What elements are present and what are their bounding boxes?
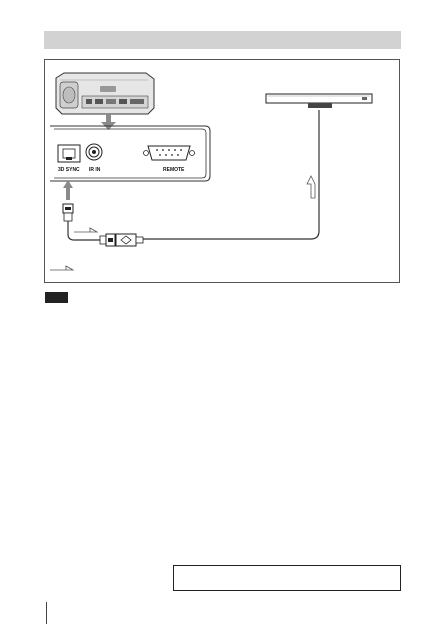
connection-diagram-frame bbox=[44, 59, 400, 283]
page-margin-rule bbox=[46, 602, 47, 624]
plug-insert-arrow bbox=[63, 180, 73, 200]
transmitter-cable bbox=[143, 110, 320, 240]
connector-panel-closeup: 3D SYNC IR IN REMOTE bbox=[50, 125, 211, 182]
sync-cable-segment bbox=[67, 221, 100, 241]
note-badge bbox=[45, 292, 68, 303]
sync-cable-plug bbox=[62, 203, 74, 222]
ir-in-port bbox=[85, 143, 103, 161]
panel-zoom-arrow bbox=[101, 113, 116, 130]
sync-port bbox=[57, 144, 81, 163]
ir-in-port-label: IR IN bbox=[89, 167, 101, 173]
callout-box bbox=[173, 565, 401, 591]
sync-port-label: 3D SYNC bbox=[58, 167, 80, 173]
remote-port bbox=[143, 145, 195, 161]
projector-illustration bbox=[55, 72, 155, 115]
signal-flow-legend-arrow bbox=[50, 265, 75, 271]
inline-cable-connector bbox=[99, 233, 144, 247]
section-header-bar bbox=[44, 31, 401, 49]
sync-transmitter-illustration bbox=[265, 93, 373, 108]
remote-port-label: REMOTE bbox=[163, 167, 185, 173]
signal-flow-arrow-1 bbox=[74, 227, 99, 233]
signal-flow-arrow-2 bbox=[306, 175, 316, 199]
